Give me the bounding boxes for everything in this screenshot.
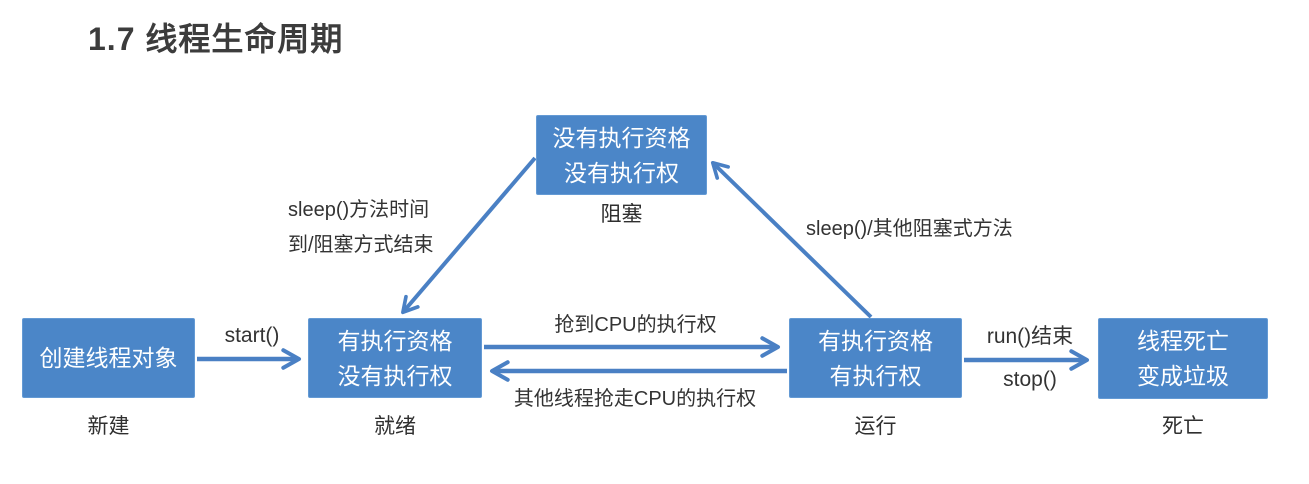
edge-label-sleep-block: sleep()/其他阻塞式方法 <box>806 218 1013 240</box>
state-box-text: 线程死亡 <box>1137 328 1229 354</box>
edge-label-run-end: run()结束 <box>986 325 1074 348</box>
state-box-text: 创建线程对象 <box>39 345 178 371</box>
edge-label-sleep-end: sleep()方法时间 到/阻塞方式结束 <box>288 193 473 263</box>
state-box-text: 没有执行资格 <box>552 124 691 151</box>
state-label-new: 新建 <box>87 415 130 438</box>
edge-label-sleep-end-line2: 到/阻塞方式结束 <box>288 234 434 256</box>
state-label-ready: 就绪 <box>374 415 416 438</box>
edge-label-sleep-end-line1: sleep()方法时间 <box>288 199 430 221</box>
state-label-blocked: 阻塞 <box>600 203 643 226</box>
state-box-running: 有执行资格 有执行权 <box>789 318 962 398</box>
state-box-text: 没有执行权 <box>337 362 453 389</box>
state-box-text: 没有执行权 <box>564 159 679 186</box>
arrow-blocked-to-ready <box>401 156 537 315</box>
state-box-text: 有执行资格 <box>818 327 933 354</box>
state-box-new: 创建线程对象 <box>22 318 195 398</box>
edge-label-start: start() <box>224 324 280 347</box>
page-title: 1.7 线程生命周期 <box>88 21 344 57</box>
state-label-running: 运行 <box>854 415 897 438</box>
edge-label-lose-cpu: 其他线程抢走CPU的执行权 <box>513 388 757 410</box>
state-box-text: 变成垃圾 <box>1137 363 1229 389</box>
arrow-running-to-blocked <box>710 160 873 319</box>
state-box-dead: 线程死亡 变成垃圾 <box>1098 318 1268 399</box>
state-box-ready: 有执行资格 没有执行权 <box>308 318 482 398</box>
edge-label-stop: stop() <box>1003 368 1057 391</box>
edge-label-grab-cpu: 抢到CPU的执行权 <box>554 314 717 336</box>
state-label-dead: 死亡 <box>1162 415 1204 438</box>
state-box-blocked: 没有执行资格 没有执行权 <box>536 115 707 195</box>
state-box-text: 有执行资格 <box>337 327 453 354</box>
state-box-text: 有执行权 <box>829 362 922 389</box>
